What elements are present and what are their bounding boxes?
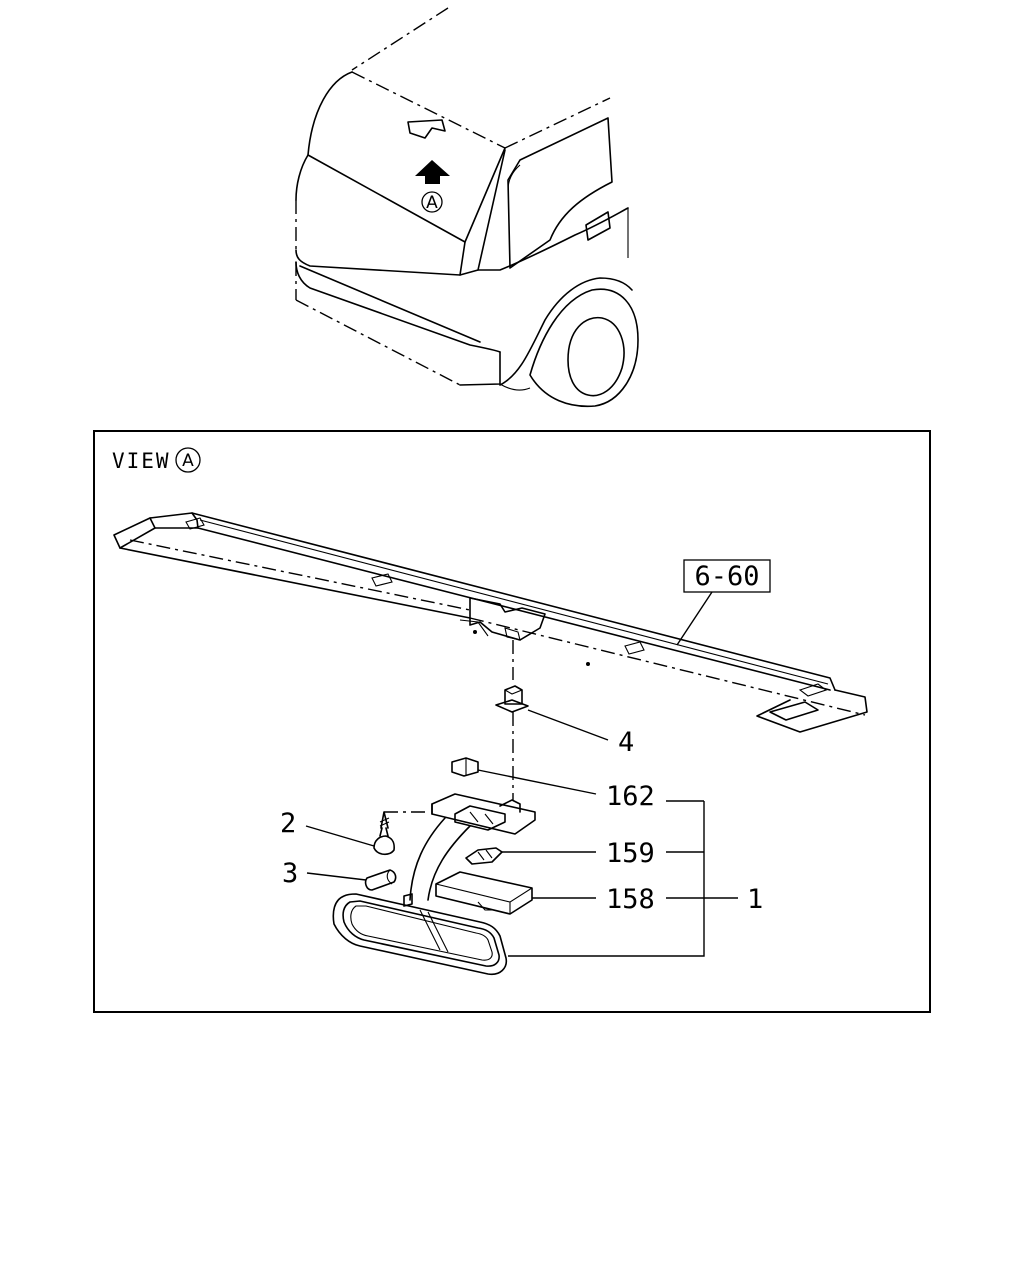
part-3-pin [306,869,397,891]
ref-6-60-box [683,559,771,593]
assembly-leaders [508,800,738,957]
label-3: 3 [282,858,298,889]
part-158-lens [435,871,596,915]
view-marker-circle [421,191,443,213]
part-4-bracket [495,685,609,741]
view-frame [93,430,931,1013]
part-159-bulb [465,847,596,865]
vehicle-illustration: A [295,7,639,408]
vehicle-marker: A [426,193,438,213]
arrow-up-icon [415,160,450,184]
roof-header-rail [113,512,868,733]
label-6-60: 6-60 [694,561,759,592]
label-2: 2 [280,808,296,839]
part-162-clip [451,757,597,795]
view-label-marker: A [182,451,194,471]
label-1: 1 [747,884,763,915]
view-label: VIEW [112,449,171,473]
label-4: 4 [618,727,634,758]
rear-view-mirror [332,893,508,976]
mirror-base [409,793,536,901]
label-159: 159 [606,838,655,869]
label-158: 158 [606,884,655,915]
label-162: 162 [606,781,655,812]
view-label-circle [175,447,201,473]
part-2-screw [305,811,430,856]
